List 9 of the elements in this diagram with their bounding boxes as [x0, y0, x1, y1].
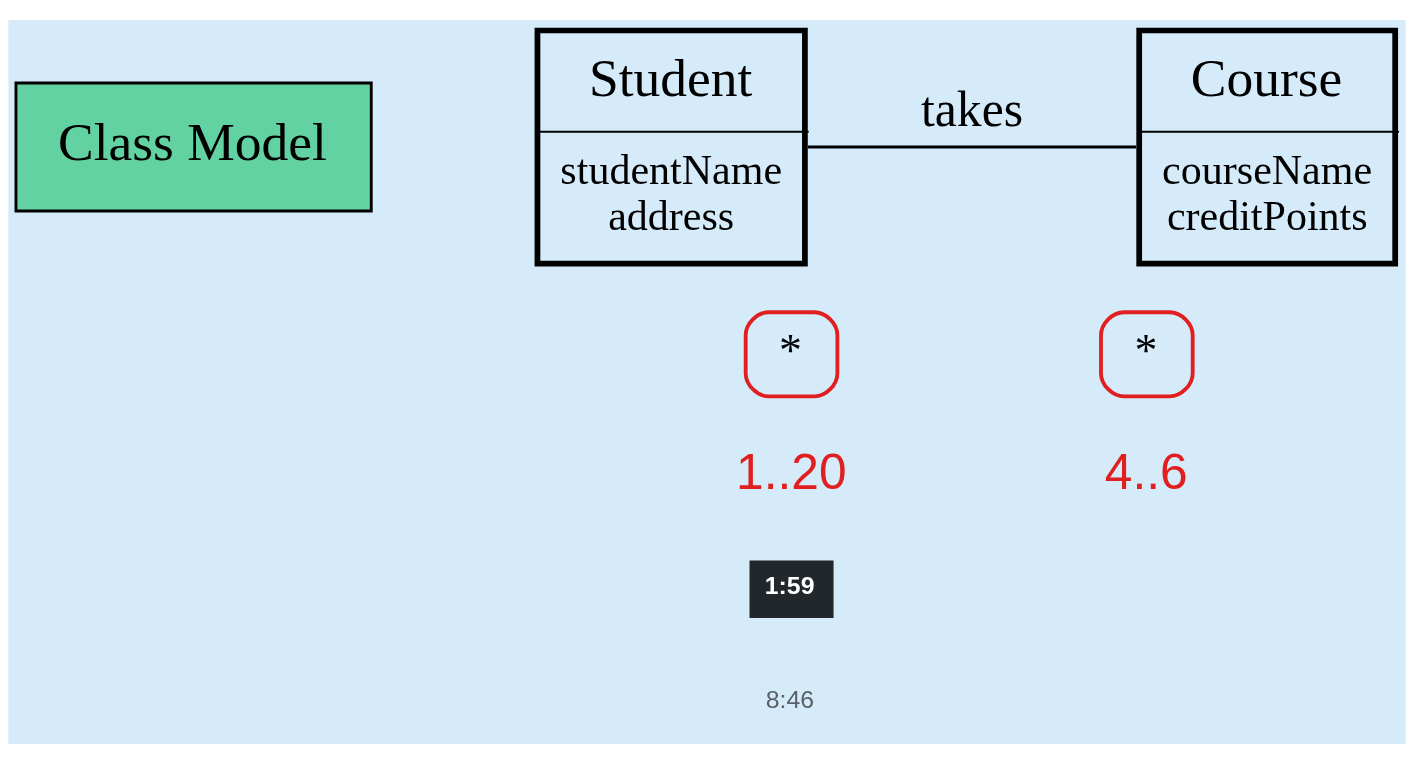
- label: 1..20: [736, 443, 847, 500]
- connector: [807, 145, 1137, 149]
- label: 4..6: [1104, 443, 1188, 500]
- label: 1:59: [764, 571, 815, 599]
- label: 8:46: [765, 686, 815, 714]
- edge-label: takes: [921, 81, 1024, 137]
- node-box: Class Model: [14, 81, 373, 213]
- label: *: [1134, 325, 1158, 377]
- label: *: [779, 325, 803, 377]
